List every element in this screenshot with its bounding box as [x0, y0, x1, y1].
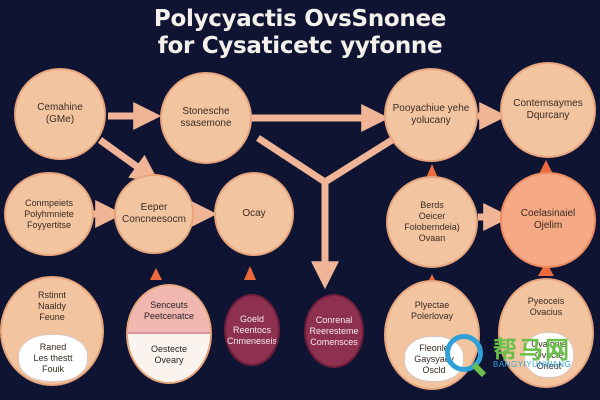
node-senceuts-bottom: Oestecte Oveary	[128, 344, 210, 366]
node-stonesche[interactable]: Stonesche ssasemone	[160, 72, 252, 164]
node-pyeoceis-inner: Ovalonia Ovecte Orleut	[524, 332, 574, 378]
node-plyectae-inner-label-3: Oscld	[422, 364, 446, 375]
arrow-up-n11	[150, 268, 162, 280]
node-pyeoceis-label-2: Ovacius	[529, 307, 563, 317]
node-plyectae-label-1: Plyectae	[414, 300, 450, 310]
node-rstinnt-label-2: Naaldy	[37, 301, 66, 311]
edge-n3-junction	[323, 137, 394, 185]
diagram-title-line-1: Polycyactis OvsSnonee	[153, 6, 447, 32]
node-senceuts-label-4: Oveary	[154, 355, 184, 365]
diagram-title-line-2: for Cysaticetc yyfonne	[157, 33, 443, 59]
edge-n1-n6	[97, 137, 160, 183]
node-rstinnt-inner-label-1: Raned	[39, 341, 67, 352]
node-cemahine-label-2: (GMe)	[45, 114, 75, 125]
node-rstinnt-inner-label-2: Les thestt	[33, 352, 73, 363]
node-ocay-label-1: Ocay	[242, 208, 266, 219]
node-goeld-label-1: Goeld	[239, 313, 265, 324]
node-conrenal-label-3: Comensces	[310, 336, 358, 347]
arrow-up-n15	[538, 262, 554, 276]
node-senceuts-label-2: Peetcenatce	[143, 311, 195, 321]
node-cemahine[interactable]: Cemahine (GMe)	[14, 68, 106, 160]
node-pyeoceis-label-1: Pyeoceis	[527, 296, 565, 306]
watermark-en-text: BANGYIYUNWANG	[493, 360, 572, 369]
node-senceuts-label-1: Senceuts	[150, 300, 188, 310]
watermark: 帮马网 BANGYIYUNWANG	[445, 330, 595, 380]
node-conrenal-label-1: Conrenal	[315, 314, 353, 325]
node-plyectae-inner-label-1: Fleonle	[419, 342, 449, 353]
node-contemsaymes[interactable]: Contemsaymes Dqurcany	[500, 62, 596, 158]
node-rstinnt-inner: Raned Les thestt Fouik	[18, 334, 88, 382]
node-stonesche-label-2: ssasemone	[180, 118, 232, 129]
node-plyectae-label-2: Polerlovay	[410, 311, 454, 321]
node-conmpeiets[interactable]: Conmpeiets Polyhmniete Foyyertitse	[4, 172, 94, 256]
node-berds-label-4: Ovaan	[418, 233, 446, 243]
node-goeld-label-3: Cnmeneseis	[226, 335, 278, 346]
node-coelasinaiel[interactable]: Coelasinaiel Ojelim	[500, 172, 596, 268]
node-pooyachiue-label-1: Pooyachiue yehe	[392, 103, 470, 114]
node-plyectae-inner-label-2: Gaysyacy	[414, 353, 454, 364]
node-pyeoceis-inner-label-3: Orleut	[536, 360, 562, 371]
node-pooyachiue[interactable]: Pooyachiue yehe yolucany	[384, 68, 478, 162]
arrow-up-n8	[426, 164, 438, 178]
node-senceuts-band	[128, 286, 210, 335]
node-berds-label-2: Oeicer	[418, 211, 446, 221]
node-conrenal-label-2: Reeresteme	[309, 325, 359, 336]
node-pooyachiue-label-2: yolucany	[411, 115, 451, 126]
arrow-up-n12	[244, 266, 256, 280]
node-pyeoceis-inner-label-1: Ovalonia	[531, 338, 567, 349]
node-berds-label-1: Berds	[420, 200, 444, 210]
node-contemsaymes-label-2: Dqurcany	[526, 110, 570, 121]
node-contemsaymes-label-1: Contemsaymes	[513, 98, 583, 109]
node-rstinnt-inner-label-3: Fouik	[41, 363, 64, 374]
node-goeld[interactable]: Goeld Reentocs Cnmeneseis	[224, 294, 280, 366]
node-ocay[interactable]: Ocay	[214, 172, 294, 256]
node-senceuts-top: Senceuts Peetcenatce	[128, 300, 210, 322]
node-pyeoceis-inner-label-2: Ovecte	[534, 349, 564, 360]
node-conrenal[interactable]: Conrenal Reeresteme Comensces	[304, 294, 364, 368]
node-rstinnt-label-1: Rstinnt	[37, 290, 66, 300]
node-stonesche-label-1: Stonesche	[182, 106, 230, 117]
node-eeper-label-1: Eeper	[140, 202, 168, 213]
node-coelasinaiel-label-2: Ojelim	[533, 220, 563, 231]
node-cemahine-label-1: Cemahine	[37, 102, 83, 113]
node-senceuts[interactable]: Senceuts Peetcenatce Oestecte Oveary	[126, 284, 212, 384]
node-rstinnt-label-3: Feune	[39, 312, 65, 322]
node-rstinnt[interactable]: Rstinnt Naaldy Feune Raned Les thestt Fo…	[0, 276, 104, 386]
node-berds-label-3: Foloberndeia)	[404, 222, 460, 232]
node-berds[interactable]: Berds Oeicer Foloberndeia) Ovaan	[386, 176, 478, 268]
edge-n2-junction	[256, 135, 327, 185]
node-conmpeiets-label-3: Foyyertitse	[26, 219, 71, 230]
node-conmpeiets-label-2: Polyhmniete	[24, 208, 74, 219]
watermark-logo-icon	[445, 334, 483, 372]
node-coelasinaiel-label-1: Coelasinaiel	[520, 208, 576, 219]
node-conmpeiets-label-1: Conmpeiets	[24, 197, 74, 208]
node-eeper[interactable]: Eeper Concneesocm	[114, 174, 194, 254]
node-goeld-label-2: Reentocs	[232, 324, 272, 335]
node-senceuts-label-3: Oestecte	[150, 344, 188, 354]
node-pyeoceis[interactable]: Pyeoceis Ovacius Ovalonia Ovecte Orleut	[498, 278, 594, 388]
node-eeper-label-2: Concneesocm	[122, 214, 186, 225]
watermark-cn-text: 帮马网	[493, 336, 571, 364]
